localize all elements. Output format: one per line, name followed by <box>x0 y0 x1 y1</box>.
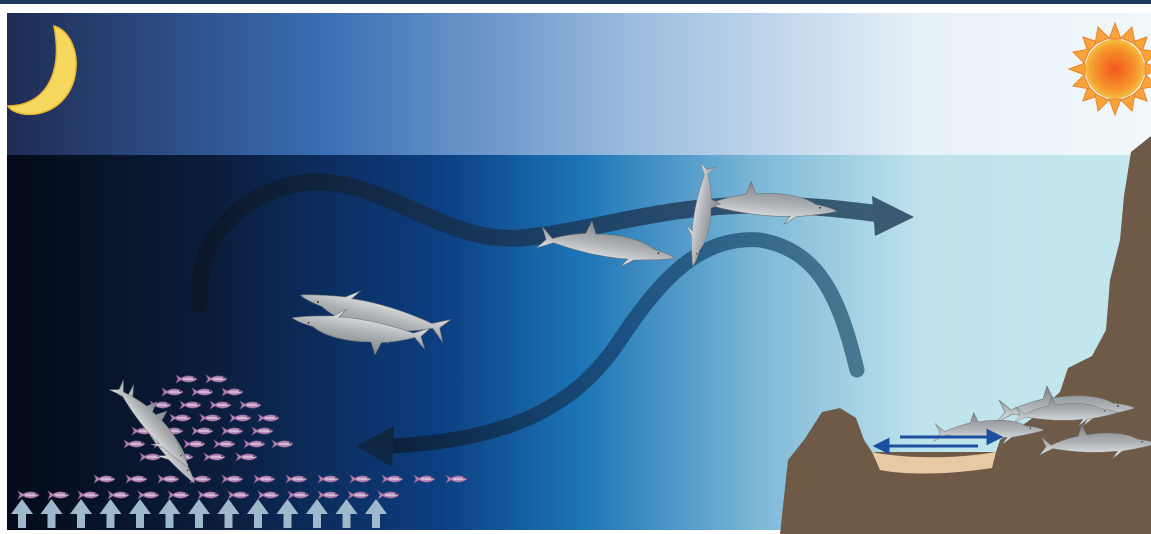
top-border <box>0 0 1151 4</box>
sky-band <box>7 13 1151 155</box>
